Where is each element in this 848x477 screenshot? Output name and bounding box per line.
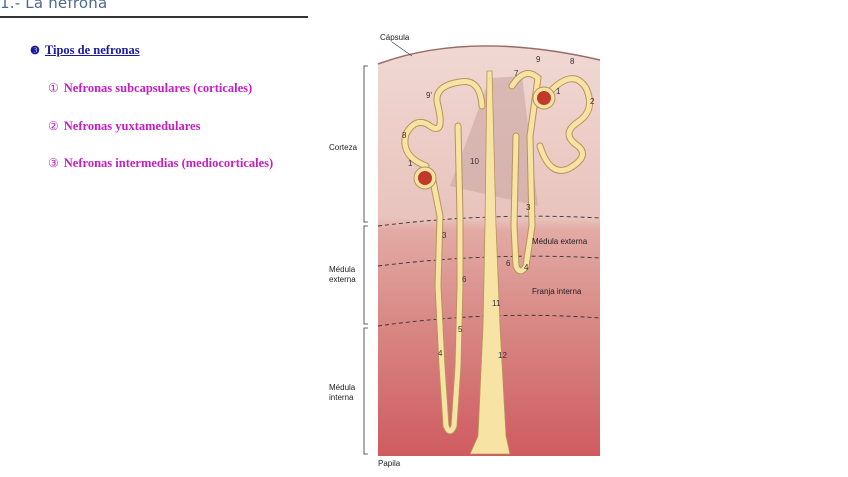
heading-bullet-icon: ❸ — [30, 45, 40, 57]
heading-link[interactable]: Tipos de nefronas — [44, 43, 140, 57]
callout-1a: 1 — [408, 159, 413, 168]
callout-6a: 6 — [462, 275, 467, 284]
label-franja-interna: Franja interna — [532, 287, 582, 296]
title-underline — [0, 16, 308, 18]
item-number: ① — [48, 81, 59, 95]
capsule-edge — [377, 45, 601, 65]
bracket-medula-externa — [363, 225, 368, 325]
item-label: Nefronas subcapsulares (corticales) — [63, 81, 253, 95]
label-medula-interna-1: Médula — [329, 383, 356, 392]
outline-item-intermedias: ③ Nefronas intermedias (mediocorticales) — [48, 156, 273, 171]
collecting-duct — [469, 70, 511, 455]
callout-9-prime: 9' — [426, 91, 432, 100]
callout-12: 12 — [498, 351, 507, 360]
label-papila: Papila — [378, 459, 401, 468]
outline-item-yuxtamedulares: ② Nefronas yuxtamedulares — [48, 119, 200, 134]
item-number: ③ — [48, 156, 59, 170]
nephron-diagram: Cápsula Corteza Médula externa Médula in… — [329, 33, 601, 468]
item-number: ② — [48, 119, 59, 133]
label-medula-interna-2: interna — [329, 393, 354, 402]
callout-3a: 3 — [442, 231, 447, 240]
callout-2: 2 — [590, 97, 595, 106]
item-label: Nefronas intermedias (mediocorticales) — [63, 156, 274, 170]
item-label: Nefronas yuxtamedulares — [63, 119, 201, 133]
bracket-corteza — [363, 65, 368, 223]
callout-8b: 8 — [570, 57, 575, 66]
label-medula-externa-2: externa — [329, 275, 356, 284]
callout-10: 10 — [470, 157, 479, 166]
callout-11: 11 — [492, 299, 501, 308]
capsula-leader — [391, 41, 413, 57]
callout-4b: 4 — [524, 263, 529, 272]
callout-8a: 8 — [402, 131, 407, 140]
callout-5: 5 — [458, 325, 463, 334]
callout-1b: 1 — [556, 87, 561, 96]
callout-3b: 3 — [526, 203, 531, 212]
callout-4a: 4 — [438, 349, 443, 358]
outline-heading[interactable]: ❸ Tipos de nefronas — [30, 43, 140, 58]
label-corteza: Corteza — [329, 143, 358, 152]
callout-9: 9 — [536, 55, 541, 64]
callout-6b: 6 — [506, 259, 511, 268]
outline-item-subcapsulares: ① Nefronas subcapsulares (corticales) — [48, 81, 252, 96]
label-medula-externa-1: Médula — [329, 265, 356, 274]
bracket-medula-interna — [363, 327, 368, 455]
page-title: 1.- La nefrona — [0, 0, 108, 12]
label-medula-externa-zone: Médula externa — [532, 237, 588, 246]
callout-7: 7 — [514, 69, 519, 78]
label-capsula: Cápsula — [380, 33, 410, 42]
